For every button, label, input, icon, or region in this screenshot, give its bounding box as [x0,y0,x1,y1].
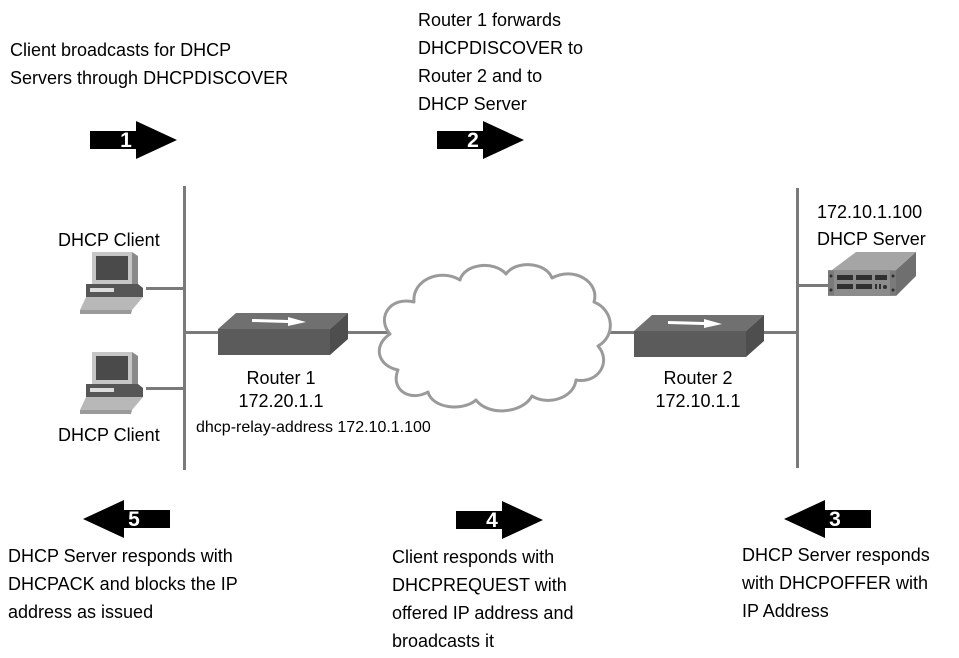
link-router1-cloud [344,331,392,334]
link-client1-bus [146,287,184,290]
laptop-icon [80,252,143,314]
server-icon [828,252,916,296]
step-3-number: 3 [829,508,841,531]
link-router2-bus [760,331,796,334]
router-icon [218,313,348,355]
lan-bus-right [796,188,799,468]
router2-name: Router 2 [663,368,733,388]
router-icon [634,315,764,357]
step-3-note: DHCP Server responds with DHCPOFFER with… [742,545,930,621]
router2-ip: 172.10.1.1 [655,391,741,411]
router1-relay-config: dhcp-relay-address 172.10.1.100 [196,419,431,436]
link-cloud-router2 [596,331,638,334]
step-2-arrow-right-icon: 2 [437,121,524,159]
link-client2-bus [146,387,184,390]
server-ip: 172.10.1.100 [817,202,923,222]
step-1-arrow-right-icon: 1 [90,121,177,159]
client2-label: DHCP Client [58,425,160,445]
laptop-icon [80,352,143,414]
step-1-number: 1 [120,129,132,152]
router1-ip: 172.20.1.1 [238,391,324,411]
step-4-number: 4 [486,509,498,532]
step-5-arrow-left-icon: 5 [83,500,170,538]
step-5-note: DHCP Server responds with DHCPACK and bl… [8,546,238,622]
step-4-arrow-right-icon: 4 [456,501,543,539]
lan-bus-left [183,186,186,470]
step-3-arrow-left-icon: 3 [784,500,871,538]
link-bus-router1 [186,331,220,334]
link-server-bus [799,284,837,287]
step-2-note: Router 1 forwards DHCPDISCOVER to Router… [418,10,584,114]
step-4-note: Client responds with DHCPREQUEST with of… [392,547,574,651]
wan-cloud-icon [377,263,612,413]
client1-label: DHCP Client [58,230,160,250]
step-5-number: 5 [128,508,140,531]
step-2-number: 2 [467,129,479,152]
server-label: DHCP Server [817,229,926,249]
router1-name: Router 1 [246,368,316,388]
step-1-note: Client broadcasts for DHCP Servers throu… [10,40,289,88]
